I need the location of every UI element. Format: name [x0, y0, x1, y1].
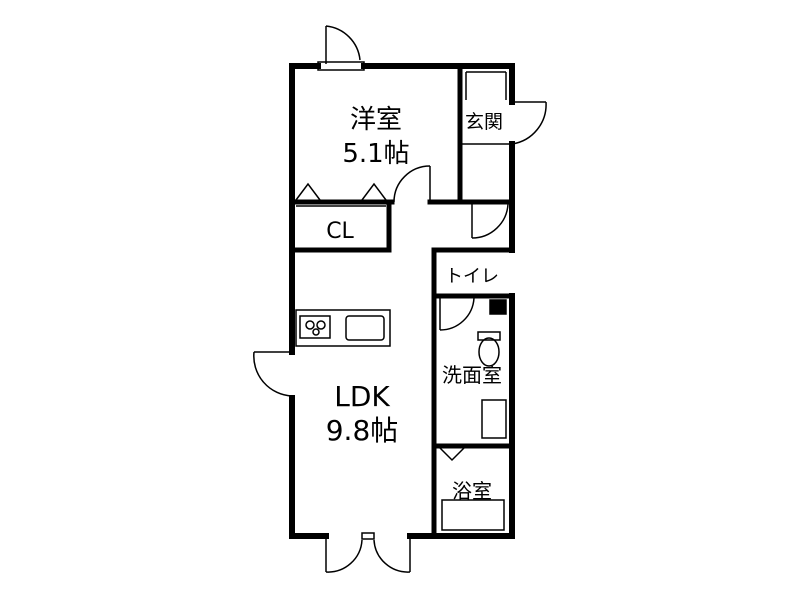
top-exterior-door [325, 25, 361, 64]
exterior-walls [289, 63, 515, 539]
top-window [317, 61, 365, 71]
toilet-name: トイレ [445, 266, 499, 287]
doors [253, 25, 547, 573]
thin-lines [296, 71, 512, 207]
washroom-name: 洗面室 [442, 363, 502, 387]
bottom-sliding-doors [325, 532, 411, 573]
closet-folding-doors [295, 182, 387, 201]
toilet-door [439, 296, 475, 331]
room-labels: 洋室 5.1帖 CL 玄関 トイレ LDK 9.8帖 洗面室 浴室 [326, 105, 503, 503]
bathroom-name: 浴室 [452, 479, 492, 503]
bath-fixtures [439, 447, 505, 531]
interior-walls [289, 63, 515, 539]
western-room-name: 洋室 [350, 105, 402, 135]
western-room-size: 5.1帖 [342, 139, 409, 169]
ldk-name: LDK [334, 380, 390, 413]
western-room-door [393, 165, 431, 203]
hall-door [471, 203, 509, 239]
entrance-name: 玄関 [465, 111, 503, 133]
ldk-left-door [253, 351, 293, 397]
washroom-fixtures [477, 299, 507, 439]
kitchen [295, 309, 391, 347]
entrance-door [511, 101, 547, 145]
ldk-size: 9.8帖 [326, 414, 399, 447]
closet-name: CL [326, 219, 354, 244]
